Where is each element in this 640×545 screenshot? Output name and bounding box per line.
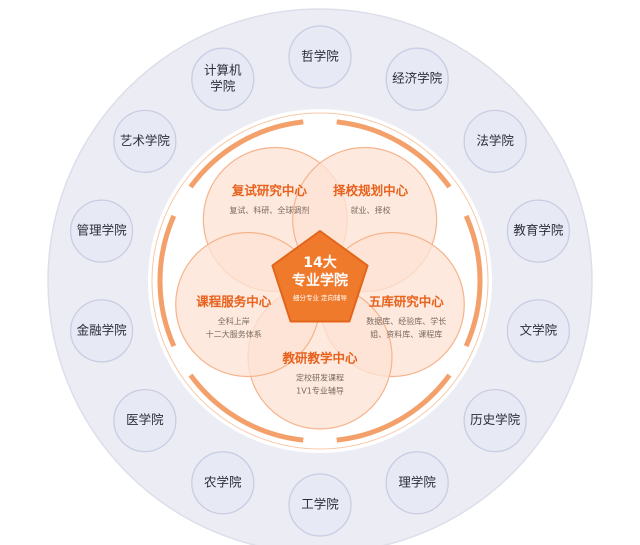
- school-node[interactable]: 工学院: [288, 473, 352, 537]
- center-desc: 复试、科研、全球调剂: [229, 205, 309, 215]
- school-node-circle: [69, 299, 134, 363]
- school-label: 理学院: [398, 474, 436, 489]
- school-label: 文学院: [520, 322, 558, 337]
- center-desc: 姐、资料库、课程库: [370, 329, 442, 339]
- core-title-line2: 专业学院: [292, 272, 348, 289]
- school-node-circle: [113, 389, 177, 453]
- school-label: 历史学院: [470, 412, 521, 427]
- center-title: 教研教学中心: [281, 351, 358, 366]
- school-node-circle: [69, 199, 134, 263]
- school-label: 艺术学院: [120, 133, 171, 148]
- school-node[interactable]: 医学院: [113, 389, 177, 453]
- school-node[interactable]: 管理学院: [69, 199, 134, 263]
- center-desc: 1V1专业辅导: [296, 386, 344, 396]
- accent-arc-segment: [336, 119, 452, 189]
- core-pentagon-shape: [271, 230, 369, 323]
- school-label: 哲学院: [301, 49, 339, 64]
- school-node[interactable]: 艺术学院: [113, 109, 177, 173]
- accent-arc-segment: [463, 214, 483, 348]
- school-node[interactable]: 文学院: [506, 299, 571, 363]
- school-node[interactable]: 理学院: [385, 451, 449, 515]
- school-label: 工学院: [301, 497, 339, 512]
- school-label: 法学院: [476, 133, 514, 148]
- school-node-circle: [463, 389, 527, 453]
- accent-arc-ring: [151, 112, 489, 450]
- school-node-circle: [191, 451, 255, 515]
- accent-arc-segment: [188, 119, 304, 189]
- school-node[interactable]: 金融学院: [69, 299, 134, 363]
- school-node[interactable]: 哲学院: [288, 25, 352, 89]
- center-desc: 全科上岸: [218, 316, 250, 326]
- center-desc: 十二大服务体系: [206, 329, 262, 339]
- school-label: 经济学院: [392, 71, 443, 86]
- school-node[interactable]: 农学院: [191, 451, 255, 515]
- school-node-circle: [113, 109, 177, 173]
- accent-arc-segment: [157, 214, 177, 348]
- school-node-circle: [288, 473, 352, 537]
- school-label: 金融学院: [77, 322, 128, 337]
- school-node-circle: [385, 47, 449, 111]
- school-node-circle: [506, 199, 571, 263]
- school-node-circle: [506, 299, 571, 363]
- center-title: 择校规划中心: [333, 183, 409, 198]
- center-desc: 数据库、经验库、学长: [366, 316, 446, 326]
- school-node[interactable]: 经济学院: [385, 47, 449, 111]
- school-node[interactable]: 历史学院: [463, 389, 527, 453]
- center-title: 课程服务中心: [196, 294, 272, 309]
- school-node-circle: [191, 47, 255, 111]
- center-desc: 定校研发课程: [296, 373, 344, 383]
- school-label: 农学院: [204, 474, 242, 489]
- core-subtitle: 细分专业 定向辅导: [293, 293, 348, 302]
- accent-arc-segment: [188, 373, 304, 443]
- center-title: 复试研究中心: [231, 183, 308, 198]
- accent-thin-ring: [151, 112, 489, 450]
- core-title-line1: 14大: [303, 254, 336, 271]
- center-title: 五库研究中心: [369, 294, 445, 309]
- school-node-circle: [288, 25, 352, 89]
- school-node-circle: [463, 109, 527, 173]
- school-label: 教育学院: [513, 223, 564, 238]
- school-label: 管理学院: [77, 223, 128, 238]
- school-label: 医学院: [126, 412, 164, 427]
- school-node[interactable]: 法学院: [463, 109, 527, 173]
- school-label: 计算机: [204, 63, 242, 78]
- center-desc: 就业、择校: [351, 205, 391, 215]
- school-node-circle: [385, 451, 449, 515]
- accent-arc-segment: [336, 373, 452, 443]
- school-node[interactable]: 教育学院: [506, 199, 571, 263]
- school-label: 学院: [210, 79, 236, 94]
